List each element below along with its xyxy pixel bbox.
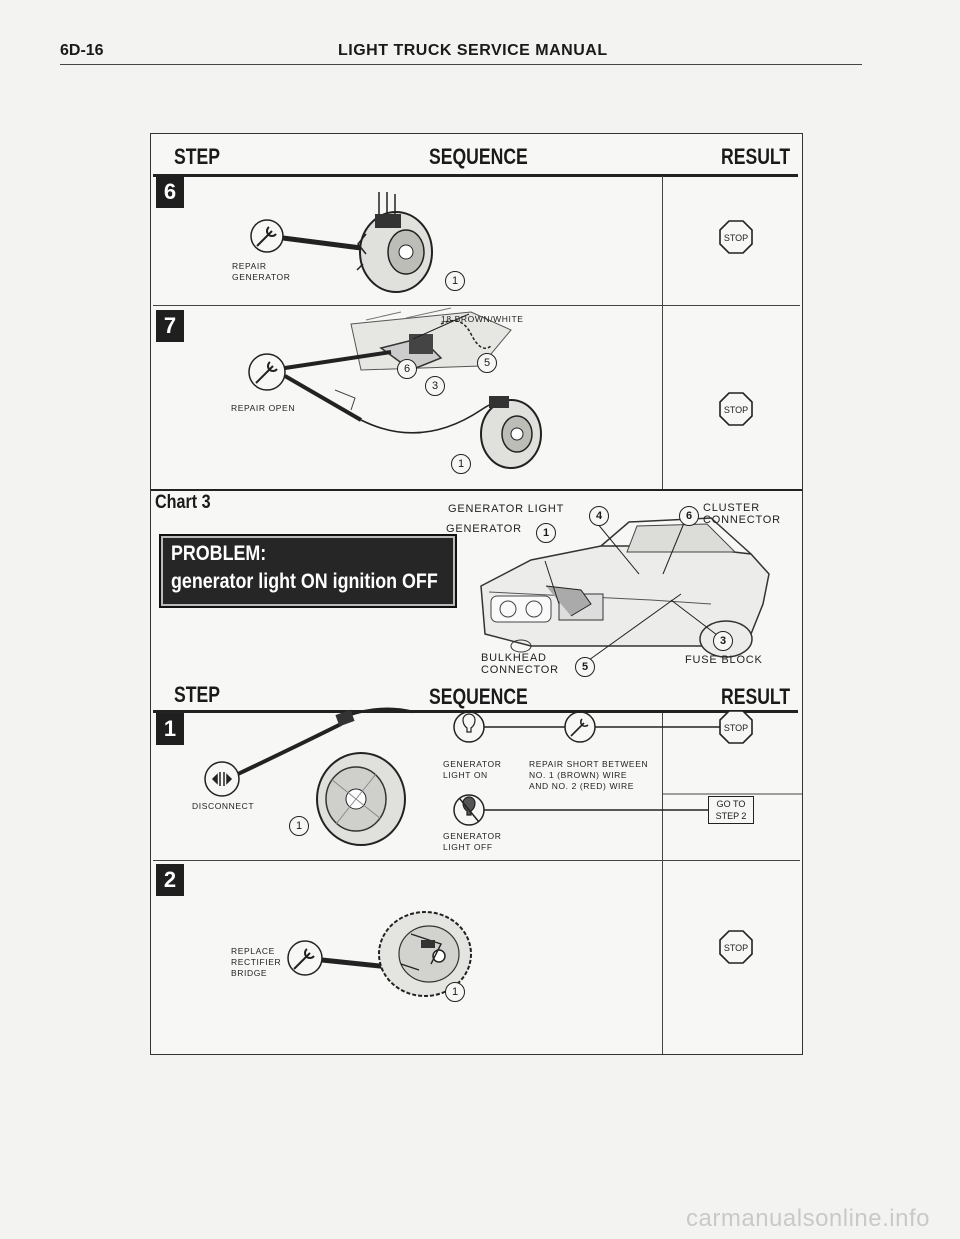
light-off-line2: LIGHT OFF [443, 842, 493, 852]
step2-rectifier-illustration [287, 911, 472, 997]
stop-icon: STOP [719, 930, 753, 964]
replace-label-line2: RECTIFIER [231, 957, 282, 967]
label-cluster-line1: CLUSTER [703, 502, 760, 514]
header-rule [153, 174, 798, 177]
label-cluster-line2: CONNECTOR [703, 514, 781, 526]
column-header-sequence: SEQUENCE [429, 144, 528, 169]
stop-text: STOP [724, 723, 748, 733]
label-bulkhead-line2: CONNECTOR [481, 664, 559, 676]
page-header: 6D-16 LIGHT TRUCK SERVICE MANUAL [60, 38, 862, 65]
goto-step2-box: GO TO STEP 2 [708, 796, 754, 824]
step1-disconnect-illustration [204, 707, 802, 846]
step7-callout-3: 3 [425, 376, 445, 396]
result-divider [662, 176, 663, 489]
light-off-line1: GENERATOR [443, 831, 502, 841]
stop-icon: STOP [719, 392, 753, 426]
callout-generator: 1 [536, 523, 556, 543]
stop-icon: STOP [719, 220, 753, 254]
light-on-line2: LIGHT ON [443, 770, 488, 780]
callout-fuse-block: 3 [713, 631, 733, 651]
repair-open-label: REPAIR OPEN [231, 403, 296, 413]
step1-separator [153, 860, 800, 861]
callout-bulkhead-connector: 5 [575, 657, 595, 677]
problem-label: PROBLEM: [171, 542, 267, 565]
repair-generator-line2: GENERATOR [232, 272, 291, 282]
lower-result-divider [662, 713, 663, 1054]
page-number: 6D-16 [60, 42, 104, 59]
wire-label-brown-white: 18 BROWN/WHITE [441, 314, 524, 324]
goto-line2: STEP 2 [715, 811, 747, 821]
step6-callout-1: 1 [445, 271, 465, 291]
light-on-line1: GENERATOR [443, 759, 502, 769]
lower-column-header-sequence: SEQUENCE [429, 684, 528, 709]
label-bulkhead-line1: BULKHEAD [481, 652, 547, 664]
label-generator: GENERATOR [446, 523, 522, 535]
lower-column-header-result: RESULT [721, 684, 791, 709]
manual-title: LIGHT TRUCK SERVICE MANUAL [338, 42, 608, 59]
step-number-7: 7 [156, 310, 184, 342]
step7-callout-5: 5 [477, 353, 497, 373]
stop-text: STOP [724, 233, 748, 243]
problem-description: generator light ON ignition OFF [171, 570, 438, 593]
stop-text: STOP [724, 405, 748, 415]
step2-callout-1: 1 [445, 982, 465, 1002]
callout-cluster-connector: 6 [679, 506, 699, 526]
vehicle-location-diagram [480, 517, 770, 661]
repair-generator-line1: REPAIR [232, 261, 267, 271]
step-number-2: 2 [156, 864, 184, 896]
step6-generator-illustration [250, 192, 433, 293]
step-number-6: 6 [156, 176, 184, 208]
step1-callout-1: 1 [289, 816, 309, 836]
step7-callout-1: 1 [451, 454, 471, 474]
watermark: carmanualsonline.info [686, 1205, 930, 1232]
upper-table-bottom [151, 489, 802, 491]
repair-short-line3: AND NO. 2 (RED) WIRE [529, 781, 635, 791]
replace-label-line3: BRIDGE [231, 968, 268, 978]
column-header-result: RESULT [721, 144, 791, 169]
repair-short-line1: REPAIR SHORT BETWEEN [529, 759, 649, 769]
label-generator-light: GENERATOR LIGHT [448, 503, 565, 515]
stop-text: STOP [724, 943, 748, 953]
disconnect-label: DISCONNECT [192, 801, 255, 811]
goto-line1: GO TO [716, 799, 746, 809]
replace-label-line1: REPLACE [231, 946, 275, 956]
column-header-step: STEP [174, 144, 220, 169]
lower-header-rule [153, 710, 798, 713]
step6-separator [153, 305, 800, 306]
repair-short-line2: NO. 1 (BROWN) WIRE [529, 770, 628, 780]
lower-column-header-step: STEP [174, 682, 220, 707]
label-fuse-block: FUSE BLOCK [685, 654, 763, 666]
stop-icon: STOP [719, 710, 753, 744]
problem-box: PROBLEM: generator light ON ignition OFF [159, 534, 457, 608]
chart-label: Chart 3 [155, 492, 211, 513]
step-number-1: 1 [156, 713, 184, 745]
step7-callout-6: 6 [397, 359, 417, 379]
step7-wiring-illustration [248, 307, 542, 469]
callout-generator-light: 4 [589, 506, 609, 526]
diagnostic-chart-frame: STEP SEQUENCE RESULT 6 REPAIR GENERATOR … [150, 133, 803, 1055]
